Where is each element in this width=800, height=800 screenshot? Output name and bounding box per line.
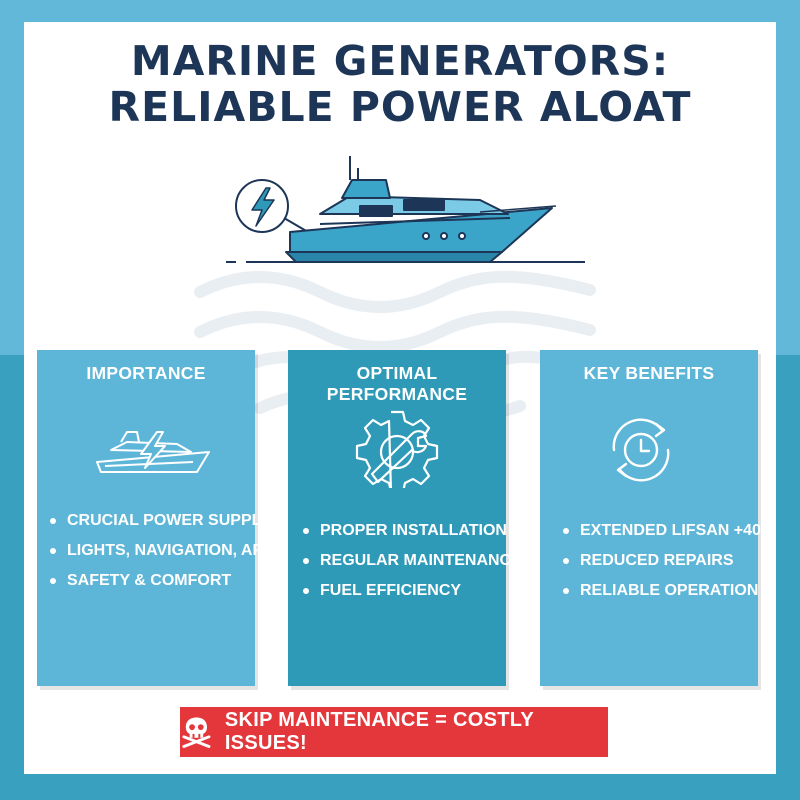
skull-crossbones-icon: [182, 717, 211, 748]
card-key-benefits: KEY BENEFITS EXTENDED LIFSAN +40% REDUCE…: [540, 350, 775, 686]
card-importance: IMPORTANCE CRUCIAL POWER SUPPLY LIGHTS, …: [37, 350, 344, 686]
list-item: LIGHTS, NAVIGATION, APPLIANCES: [49, 540, 344, 570]
card-list: EXTENDED LIFSAN +40% REDUCED REPAIRS REL…: [562, 520, 775, 610]
warning-banner: SKIP MAINTENANCE = COSTLY ISSUES!: [180, 707, 608, 757]
card-list: PROPER INSTALLATION REGULAR MAINTENANCE …: [302, 520, 522, 610]
title-line-2: RELIABLE POWER ALOAT: [108, 83, 692, 131]
title-line-1: MARINE GENERATORS:: [130, 37, 670, 85]
clock-cycle-icon: [612, 418, 670, 482]
list-item: CRUCIAL POWER SUPPLY: [49, 510, 344, 540]
card-list: CRUCIAL POWER SUPPLY LIGHTS, NAVIGATION,…: [49, 510, 344, 600]
gear-wrench-icon: [355, 410, 439, 488]
warning-text: SKIP MAINTENANCE = COSTLY ISSUES!: [224, 709, 534, 754]
list-item: FUEL EFFICIENCY: [302, 580, 522, 610]
page-title: MARINE GENERATORS: RELIABLE POWER ALOAT: [0, 38, 800, 130]
list-item: REDUCED REPAIRS: [562, 550, 775, 580]
card-title: IMPORTANCE: [86, 363, 206, 383]
list-item: EXTENDED LIFSAN +40%: [562, 520, 775, 550]
list-item: RELIABLE OPERATION: [562, 580, 775, 610]
card-title: KEY BENEFITS: [583, 363, 715, 383]
list-item: PROPER INSTALLATION: [302, 520, 522, 550]
boat-lightning-icon: [96, 431, 210, 473]
card-optimal-performance: OPTIMAL PERFORMANCE PROPER INSTALLATION …: [288, 350, 522, 686]
yacht-icon: [285, 156, 557, 263]
list-item: REGULAR MAINTENANCE: [302, 550, 522, 580]
list-item: SAFETY & COMFORT: [49, 570, 344, 600]
card-title: OPTIMAL PERFORMANCE: [326, 363, 468, 404]
